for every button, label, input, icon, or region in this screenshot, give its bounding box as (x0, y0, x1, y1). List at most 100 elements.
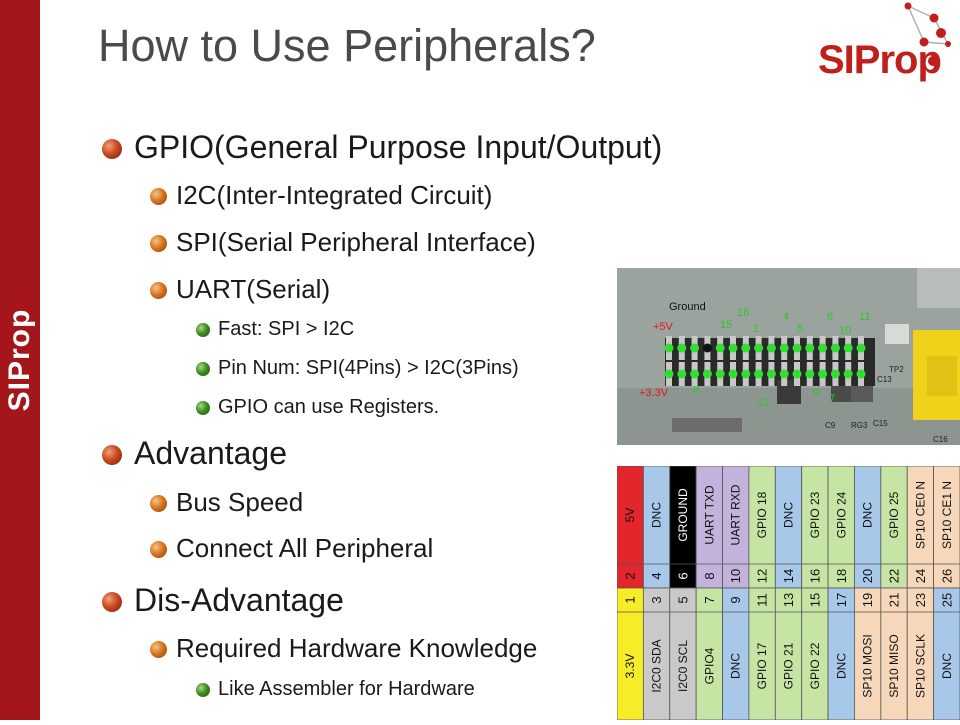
bullet-icon (102, 139, 122, 159)
bullet-text: GPIO(General Purpose Input/Output) (134, 129, 663, 165)
bullet-text: Required Hardware Knowledge (176, 633, 538, 663)
pin-name: GPIO 21 (782, 642, 796, 689)
bullet-text: Dis-Advantage (134, 582, 344, 618)
bullet-assembler: Like Assembler for Hardware (196, 678, 475, 701)
bullet-icon (150, 188, 167, 205)
pin-name: DNC (782, 502, 796, 528)
bullet-fast: Fast: SPI > I2C (196, 318, 355, 341)
pin-name: GPIO 22 (808, 642, 822, 689)
pin-name: DNC (834, 653, 848, 679)
pin-marker (677, 369, 687, 379)
bullet-icon (196, 683, 210, 697)
pin-name: I2C0 SDA (650, 639, 664, 692)
pin-number: 1 (623, 596, 638, 603)
pin-number: 9 (728, 596, 743, 603)
pin-marker (690, 369, 700, 379)
pin-marker (664, 343, 674, 353)
pin-marker (843, 369, 853, 379)
pin-cell (695, 465, 723, 589)
pin-marker (805, 369, 815, 379)
pin-label: 1 (753, 323, 759, 335)
bullet-text: UART(Serial) (176, 274, 331, 304)
pin-cell (748, 587, 776, 721)
pin-marker (715, 369, 725, 379)
bullet-bus-speed: Bus Speed (150, 487, 304, 518)
pin-label: 5 (797, 323, 803, 335)
pin-cell (906, 465, 935, 589)
bullet-icon (150, 282, 167, 299)
bullet-uart: UART(Serial) (150, 274, 331, 305)
label-rg3: RG3 (851, 421, 868, 430)
bullet-icon (150, 495, 167, 512)
bullet-icon (102, 592, 122, 612)
pin-cell (669, 587, 697, 721)
pin-label: 16 (737, 307, 749, 319)
pin-number: 23 (913, 593, 928, 607)
pin-name: SP10 CE1 N (940, 481, 954, 549)
board-photo-drawing: Ground +5V +3.3V TP2 C13 C9 RG3 C15 C16 … (617, 268, 960, 445)
pin-cell (880, 587, 908, 721)
pin-marker (728, 369, 738, 379)
pin-marker (779, 369, 789, 379)
bullet-dis-advantage: Dis-Advantage (102, 582, 344, 619)
bullet-text: Like Assembler for Hardware (218, 678, 475, 700)
pin-marker (856, 343, 866, 353)
pin-name: GPIO4 (702, 647, 716, 684)
bullet-i2c: I2C(Inter-Integrated Circuit) (150, 180, 492, 211)
pin-cell (616, 465, 644, 589)
bullet-icon (150, 541, 167, 558)
pin-cell (827, 587, 855, 721)
pin-number: 7 (702, 596, 717, 603)
pin-cell (695, 587, 723, 721)
label-c15: C15 (873, 419, 888, 428)
bullet-text: GPIO can use Registers. (218, 396, 440, 418)
pin-label: 13 (757, 397, 769, 409)
pin-marker (792, 369, 802, 379)
bullet-text: Connect All Peripheral (176, 533, 434, 563)
side-bar: SIProp (0, 0, 40, 720)
pin-cell (801, 587, 829, 721)
pin-label: 9 (813, 387, 819, 399)
bullet-text: Advantage (134, 435, 288, 471)
pin-label: 15 (720, 319, 732, 331)
pin-name: UART TXD (702, 485, 716, 545)
bullet-text: SPI(Serial Peripheral Interface) (176, 227, 536, 257)
pin-marker (741, 343, 751, 353)
pin-number: 15 (807, 593, 822, 607)
label-c9: C9 (825, 421, 836, 430)
pin-marker (664, 369, 674, 379)
bullet-text: Fast: SPI > I2C (218, 318, 355, 340)
pin-cell (880, 465, 908, 589)
pin-name: GPIO 18 (755, 491, 769, 538)
pin-marker (754, 343, 764, 353)
pin-name: DNC (861, 502, 875, 528)
bullet-text: Bus Speed (176, 487, 304, 517)
pin-marker (677, 343, 687, 353)
pin-name: 3.3V (623, 654, 637, 679)
pin-name: DNC (940, 653, 954, 679)
pin-marker (779, 343, 789, 353)
brand-logo: SIProp (812, 0, 960, 90)
pin-number: 3 (649, 596, 664, 603)
pin-number: 5 (675, 596, 690, 603)
pin-number: 18 (834, 569, 849, 583)
pin-cell (722, 465, 750, 589)
label-c16: C16 (933, 435, 948, 444)
pin-number: 4 (649, 572, 664, 579)
bullet-icon (150, 235, 167, 252)
pin-marker (805, 343, 815, 353)
pin-name: UART RXD (729, 484, 743, 545)
pin-marker (818, 369, 828, 379)
pin-label: 8 (693, 385, 699, 397)
pin-name: SP10 SCLK (913, 634, 927, 698)
bullet-connect-all: Connect All Peripheral (150, 533, 434, 564)
slide-title: How to Use Peripherals? (98, 20, 596, 71)
pin-marker (754, 369, 764, 379)
pin-cell (642, 587, 671, 721)
pin-number: 10 (728, 569, 743, 583)
pin-name: I2C0 SCL (676, 640, 690, 692)
bullet-icon (196, 323, 210, 337)
pin-name: DNC (650, 502, 664, 528)
pin-number: 24 (913, 569, 928, 583)
pin-number: 26 (939, 569, 954, 583)
